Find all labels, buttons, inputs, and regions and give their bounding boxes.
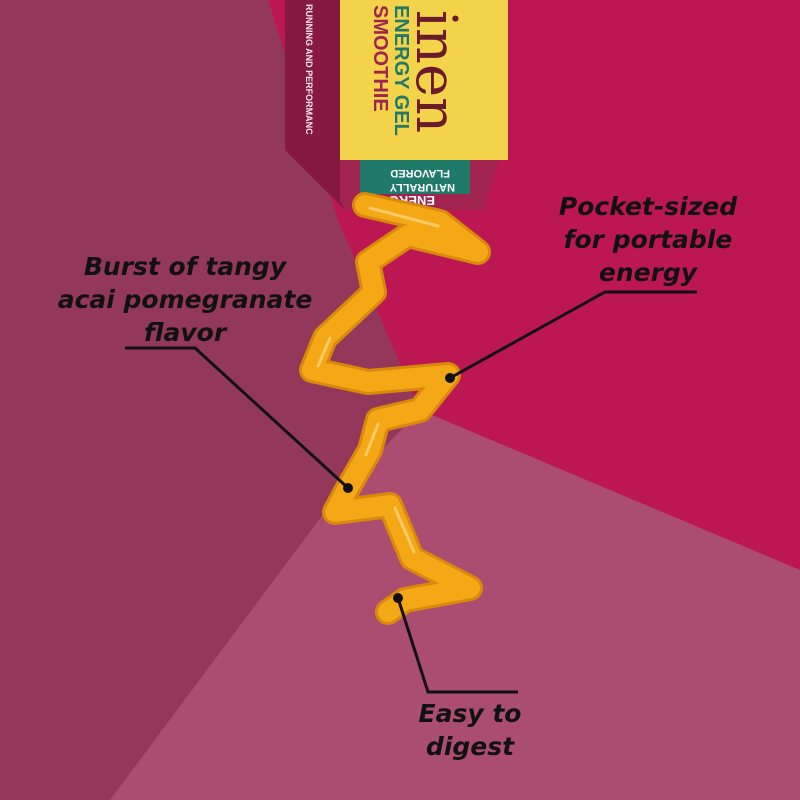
- dot-flavor: [343, 483, 353, 493]
- leader-pocket: [449, 290, 697, 380]
- gel-ribbon-highlight: [316, 206, 440, 554]
- callout-pocket-line-1: Pocket-sized: [558, 192, 738, 221]
- callout-flavor-line-3: flavor: [143, 318, 227, 347]
- dot-digest: [393, 593, 403, 603]
- packet-side-text: RUNNING AND PERFORMANC: [304, 4, 314, 135]
- callout-pocket: Pocket-sized for portable energy: [548, 190, 748, 289]
- gel-packet: inen ENERGY GEL SMOOTHIE RUNNING AND PER…: [285, 0, 508, 210]
- callout-digest-line-2: digest: [425, 732, 515, 761]
- packet-line-smoothie: SMOOTHIE: [369, 5, 391, 112]
- gel-ribbon: [299, 192, 491, 625]
- packet-brand: inen: [403, 10, 468, 133]
- dot-pocket: [445, 373, 455, 383]
- callout-flavor-line-1: Burst of tangy: [83, 252, 287, 281]
- callout-digest: Easy to digest: [395, 697, 545, 763]
- packet-badge-naturally: NATURALLY: [389, 181, 455, 193]
- leader-flavor: [125, 346, 350, 490]
- callout-leaders: [125, 290, 697, 694]
- packet-badge: [360, 160, 470, 194]
- background-bottom-panel: [110, 410, 800, 800]
- packet-label: [340, 0, 508, 160]
- callout-pocket-line-2: for portable: [563, 225, 733, 254]
- packet-line-energy-gel: ENERGY GEL: [390, 5, 412, 136]
- gel-ribbon-fill: [302, 195, 488, 622]
- callout-flavor-line-2: acai pomegranate: [57, 285, 313, 314]
- callout-dots: [343, 373, 455, 603]
- callout-digest-line-1: Easy to: [418, 699, 522, 728]
- callout-pocket-line-3: energy: [598, 258, 698, 287]
- packet-body-shade: [285, 0, 345, 210]
- leader-digest: [396, 597, 518, 694]
- packet-badge-flavored: FLAVORED: [390, 167, 450, 179]
- callout-flavor: Burst of tangy acai pomegranate flavor: [20, 250, 350, 349]
